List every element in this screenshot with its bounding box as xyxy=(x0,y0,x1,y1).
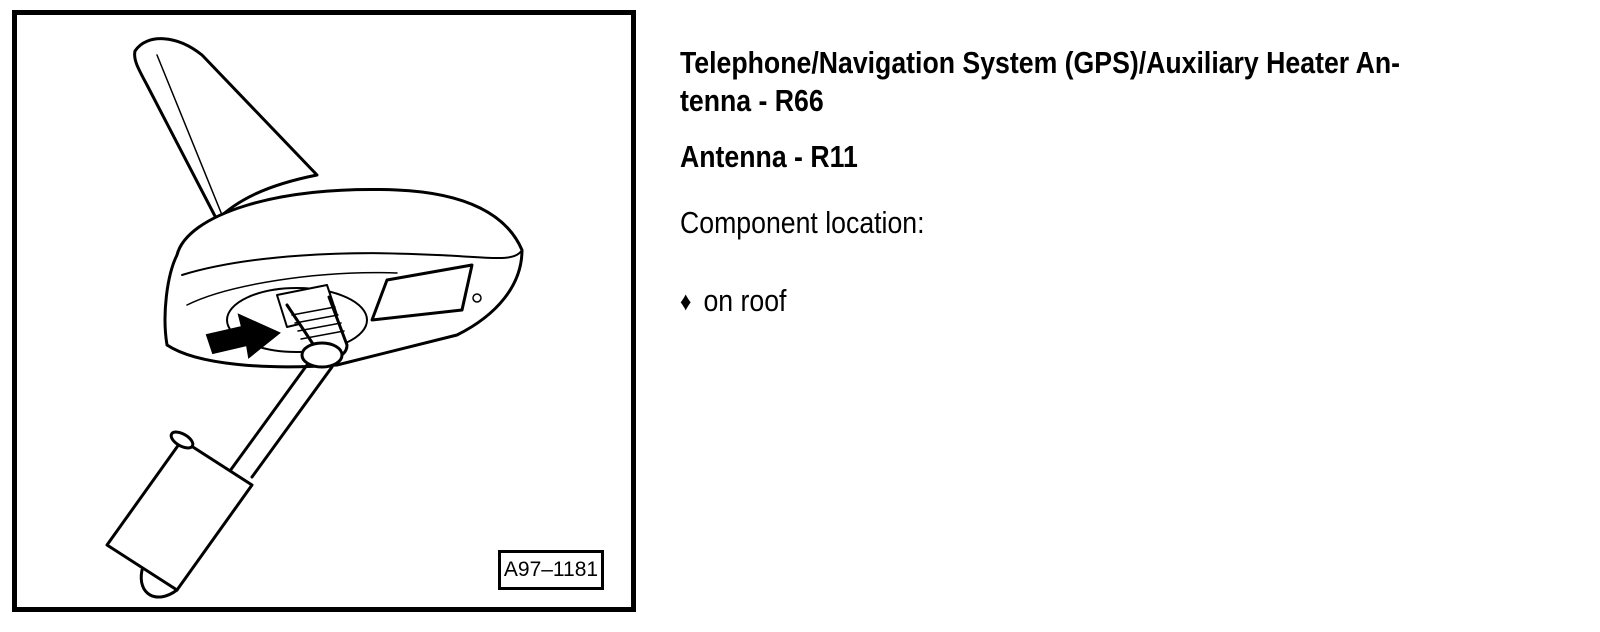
antenna-illustration xyxy=(105,37,524,599)
text-column: Telephone/Navigation System (GPS)/Auxili… xyxy=(680,44,1560,320)
component-location-label: Component location: xyxy=(680,205,925,240)
diamond-bullet-icon: ♦ xyxy=(680,286,692,316)
heading-telephone-antenna: Telephone/Navigation System (GPS)/Auxili… xyxy=(680,44,1560,120)
figure-frame: A97–1181 xyxy=(12,10,636,612)
heading-antenna-r11: Antenna - R11 xyxy=(680,139,858,174)
figure-id-label: A97–1181 xyxy=(498,550,604,590)
location-value: on roof xyxy=(703,283,787,318)
arrow-right-icon xyxy=(205,313,281,359)
heading-line-1: Telephone/Navigation System (GPS)/Auxili… xyxy=(680,45,1400,80)
list-item: ♦ on roof xyxy=(680,282,1437,320)
heading-line-2: tenna - R66 xyxy=(680,83,824,118)
